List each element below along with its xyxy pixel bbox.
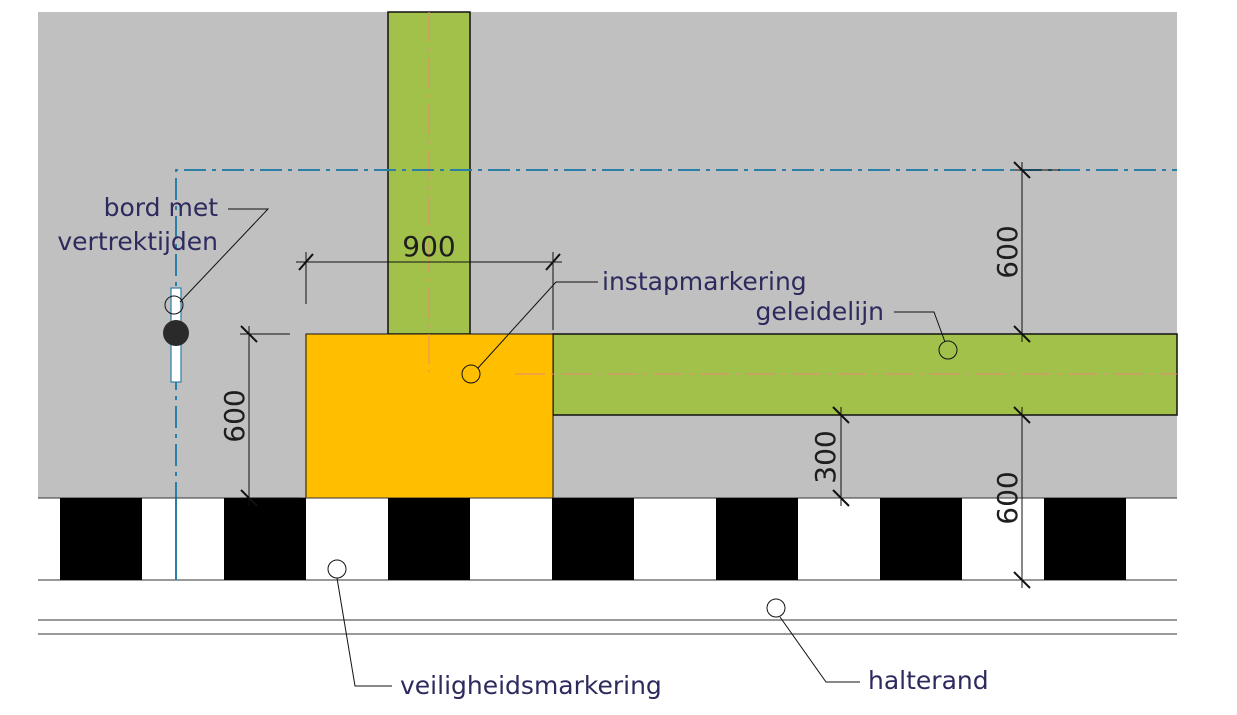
safety-block: [1044, 498, 1126, 580]
safety-block: [880, 498, 962, 580]
safety-marking-blocks: [60, 498, 1126, 580]
label-sign-line2: vertrektijden: [57, 227, 218, 256]
label-stop-edge: halterand: [868, 666, 989, 695]
dimension-900-label: 900: [402, 230, 455, 263]
safety-block: [388, 498, 470, 580]
leader-sign: [164, 208, 270, 315]
dimension-300: [832, 406, 850, 507]
label-boarding-marking: instapmarkering: [602, 267, 807, 296]
safety-block: [552, 498, 634, 580]
dimension-600-upper-right-label: 600: [991, 225, 1024, 278]
leader-safety: [327, 559, 392, 687]
platform-surface: [38, 12, 1177, 498]
label-sign-line1: bord met: [104, 193, 219, 222]
leader-stop-edge: [766, 598, 860, 683]
dimension-600-lower-right-label: 600: [991, 471, 1024, 524]
dashed-reference-line: [175, 169, 1177, 580]
dimension-600-upper-right: [1013, 161, 1060, 343]
callout-circle-boarding: [461, 364, 481, 384]
sign-post-head: [163, 320, 189, 346]
callout-circle-stop-edge: [766, 598, 786, 618]
leader-boarding: [461, 281, 598, 384]
dimension-300-label: 300: [809, 430, 842, 483]
callout-circle-safety: [327, 559, 347, 579]
safety-block: [60, 498, 142, 580]
callout-circle-sign: [164, 295, 184, 315]
dimension-600-left: [240, 325, 300, 507]
label-safety-marking: veiligheidsmarkering: [400, 671, 662, 700]
dimension-600-left-label: 600: [218, 389, 251, 442]
leader-guide: [894, 311, 958, 360]
dimension-900: [296, 252, 562, 330]
safety-block: [716, 498, 798, 580]
dimension-600-lower-right: [1013, 406, 1031, 589]
label-guide-line: geleidelijn: [756, 297, 884, 326]
callout-circle-guide: [938, 340, 958, 360]
safety-block: [224, 498, 306, 580]
